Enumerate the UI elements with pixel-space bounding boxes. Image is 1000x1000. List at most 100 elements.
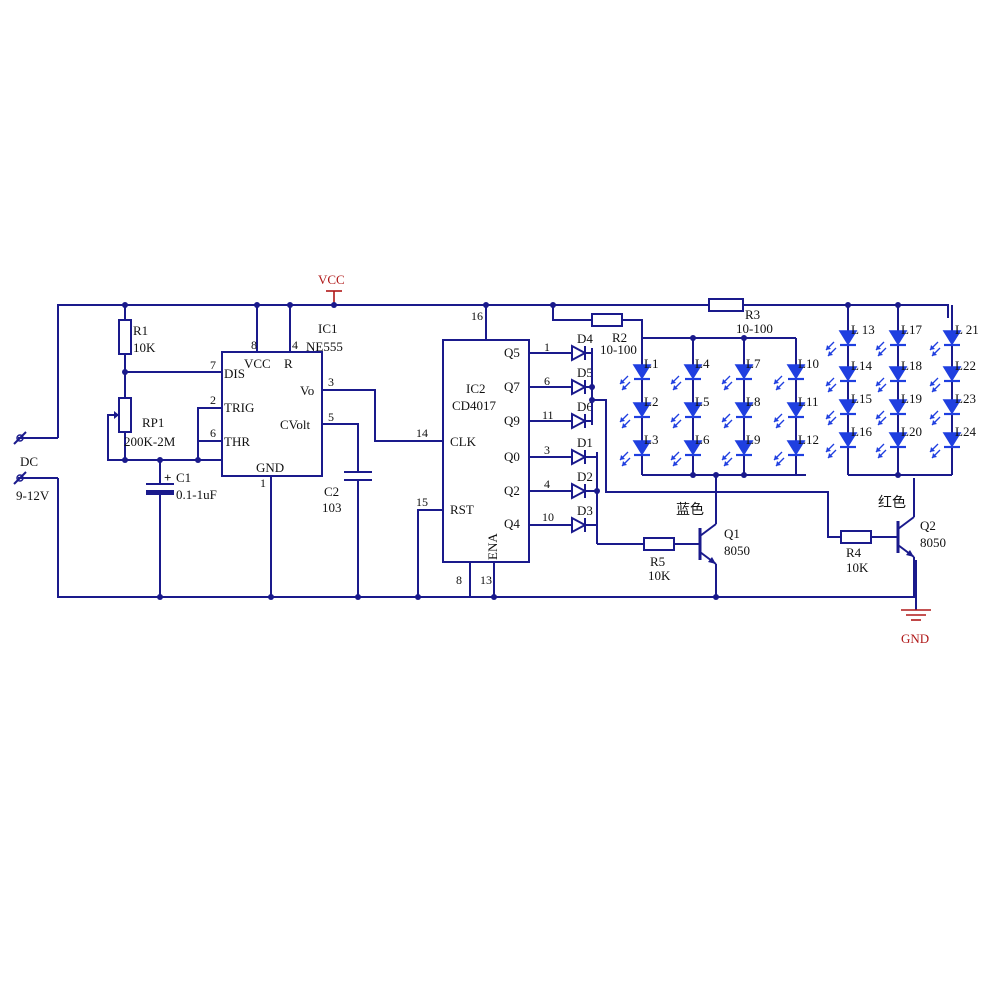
led-label: L17	[901, 322, 922, 337]
c1-polarity: +	[164, 470, 171, 485]
diode-d3: D3	[571, 503, 597, 534]
led-l16: L16	[825, 424, 872, 459]
diode-label: D3	[577, 503, 593, 518]
led-l5: L5	[670, 394, 709, 429]
ic2-pin-8: 8	[456, 573, 462, 587]
led-label: L10	[798, 356, 819, 371]
ic1-vcc: VCC	[244, 356, 271, 371]
junction-dot	[690, 472, 696, 478]
transistor-q2: Q2 8050 红色	[878, 478, 946, 597]
ic2-pin-3: 3	[544, 443, 550, 457]
q2-value: 8050	[920, 535, 946, 550]
ic2-q0: Q0	[504, 449, 520, 464]
vcc-label: VCC	[318, 272, 345, 287]
diode-label: D4	[577, 331, 593, 346]
led-label: L12	[798, 432, 819, 447]
q1-name: Q1	[724, 526, 740, 541]
led-l9: L9	[721, 432, 760, 467]
gnd-label: GND	[901, 631, 929, 646]
ic2-q4: Q4	[504, 516, 520, 531]
ic1-pin-7: 7	[210, 358, 216, 372]
resistor-r2: R2 10-100	[552, 305, 643, 357]
ic1-pin-1: 1	[260, 476, 266, 490]
ic2-clk: CLK	[450, 434, 477, 449]
junction-dot	[589, 384, 595, 390]
junction-dot	[483, 302, 489, 308]
led-label: L20	[901, 424, 922, 439]
ic2-pin-4: 4	[544, 477, 550, 491]
ic1-pin-5: 5	[328, 410, 334, 424]
ic2-ena: ENA	[485, 533, 500, 560]
ic2-q7: Q7	[504, 379, 520, 394]
junction-dot	[690, 335, 696, 341]
vcc-marker: VCC	[318, 272, 345, 305]
ground-rail	[57, 478, 917, 610]
ic2-q2: Q2	[504, 483, 520, 498]
ic2-name: IC2	[466, 381, 486, 396]
ic1-cvolt: CVolt	[280, 417, 310, 432]
r5-value: 10K	[648, 568, 671, 583]
junction-dot	[331, 302, 337, 308]
c2-name: C2	[324, 484, 339, 499]
junction-dot	[122, 302, 128, 308]
r2-name: R2	[612, 330, 627, 345]
led-l24: L24	[929, 424, 976, 459]
junction-dot	[895, 472, 901, 478]
diode-label: D2	[577, 469, 593, 484]
junction-dot	[589, 397, 595, 403]
junction-dot	[741, 472, 747, 478]
junction-dot	[415, 594, 421, 600]
led-label: L14	[851, 358, 872, 373]
led-label: L23	[955, 391, 976, 406]
led-label: L22	[955, 358, 976, 373]
ic1-vo: Vo	[300, 383, 314, 398]
r3-value: 10-100	[736, 321, 773, 336]
diode-d1: D1	[571, 435, 597, 466]
ic2-cd4017: 16 IC2 CD4017 CLK RST ENA 14 15 8 13 Q5 …	[416, 305, 554, 587]
ic1-pin-8: 8	[251, 338, 257, 352]
junction-dot	[254, 302, 260, 308]
led-l1: L1	[619, 356, 658, 391]
ic1-pin-4: 4	[292, 338, 298, 352]
ground-symbol: GND	[901, 609, 931, 646]
led-l7: L7	[721, 356, 761, 391]
led-label: L19	[901, 391, 922, 406]
capacitor-c2: C2 103	[322, 423, 372, 597]
c1-value: 0.1-1uF	[176, 487, 217, 502]
junction-dot	[157, 594, 163, 600]
ic1-dis: DIS	[224, 366, 245, 381]
led-l8: L8	[721, 394, 760, 429]
junction-dots	[122, 302, 901, 600]
junction-dot	[713, 594, 719, 600]
r4-name: R4	[846, 545, 862, 560]
q1-value: 8050	[724, 543, 750, 558]
ic2-rst: RST	[450, 502, 474, 517]
led-label: L3	[644, 432, 658, 447]
ic1-part: NE555	[306, 339, 343, 354]
junction-dot	[195, 457, 201, 463]
led-l21: L 21	[929, 322, 979, 357]
r3-name: R3	[745, 307, 760, 322]
c2-value: 103	[322, 500, 342, 515]
led-l23: L23	[929, 391, 976, 426]
ic1-trig: TRIG	[224, 400, 254, 415]
led-label: L 13	[851, 322, 875, 337]
blue-group-label: 蓝色	[676, 501, 704, 518]
c1-name: C1	[176, 470, 191, 485]
junction-dot	[157, 457, 163, 463]
diode-d6: D6	[571, 399, 593, 430]
vcc-rail	[57, 304, 949, 438]
ic2-part: CD4017	[452, 398, 497, 413]
led-label: L6	[695, 432, 710, 447]
led-label: L16	[851, 424, 872, 439]
ic2-pin-1: 1	[544, 340, 550, 354]
junction-dot	[287, 302, 293, 308]
led-l2: L2	[619, 394, 658, 429]
led-l17: L17	[875, 322, 922, 357]
q2-name: Q2	[920, 518, 936, 533]
junction-dot	[122, 457, 128, 463]
led-label: L11	[798, 394, 818, 409]
